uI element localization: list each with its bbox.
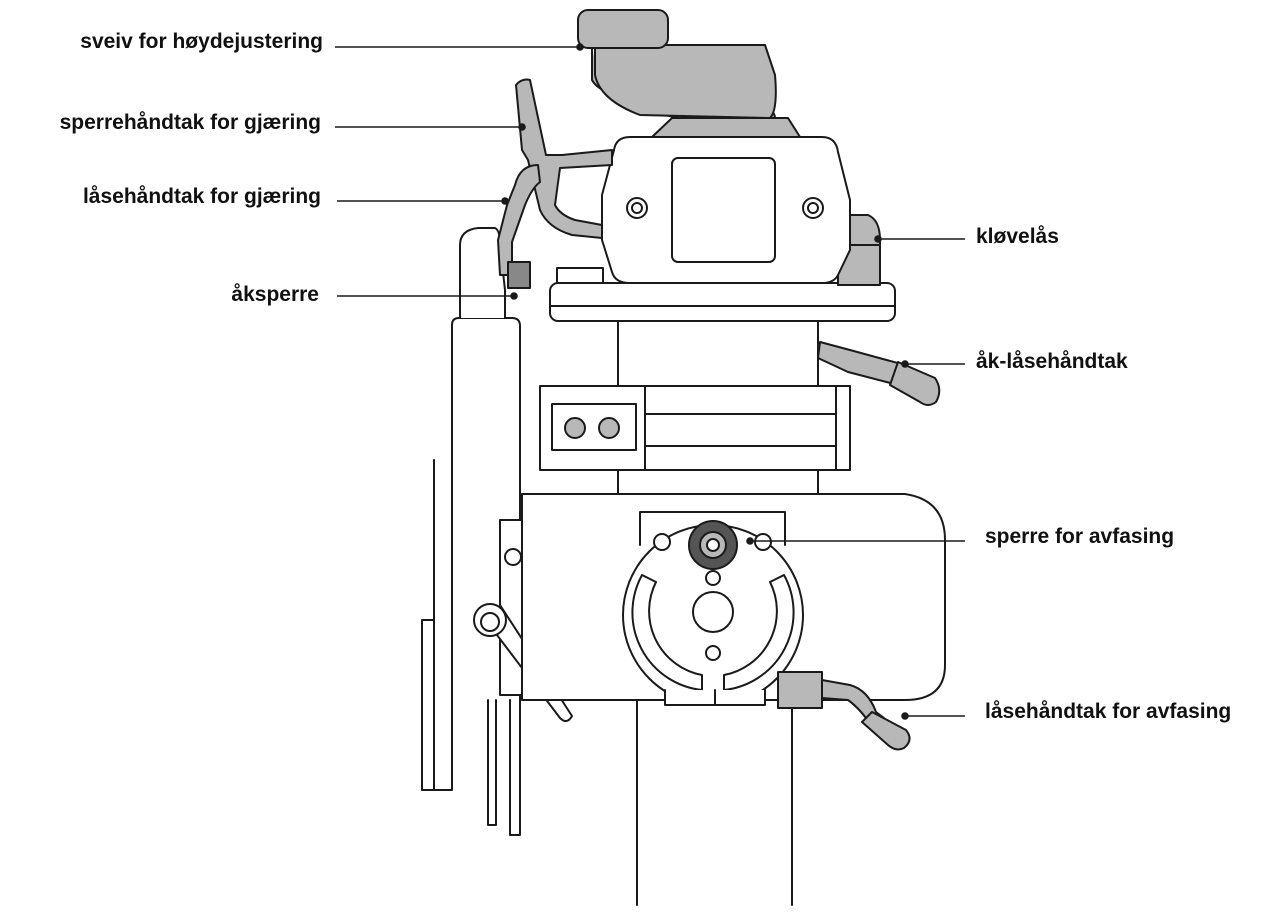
bevel-detent-knob [688, 520, 738, 570]
miter-handles [497, 78, 613, 289]
label-miter-lock-handle: låsehåndtak for gjæring [82, 185, 321, 208]
yoke-plate [549, 282, 896, 322]
bevel-lock-handle [777, 671, 911, 751]
label-bevel-lock-handle: låsehåndtak for avfasing [985, 700, 1232, 723]
leader-lines [335, 43, 965, 720]
height-crank [577, 9, 801, 138]
left-arm [421, 227, 527, 836]
yoke-lock-handle [817, 341, 941, 406]
bevel-assembly [622, 511, 804, 706]
carriage-block [539, 385, 851, 471]
label-yoke-detent: åksperre [231, 283, 319, 306]
label-bevel-detent: sperre for avfasing [985, 525, 1175, 548]
label-clevis-lock: kløvelås [976, 225, 1059, 248]
motor-housing [601, 136, 851, 284]
label-yoke-lock-handle: åk-låsehåndtak [976, 350, 1128, 373]
label-height-crank: sveiv for høydejustering [80, 30, 323, 53]
label-miter-detent-handle: sperrehåndtak for gjæring [59, 111, 321, 134]
